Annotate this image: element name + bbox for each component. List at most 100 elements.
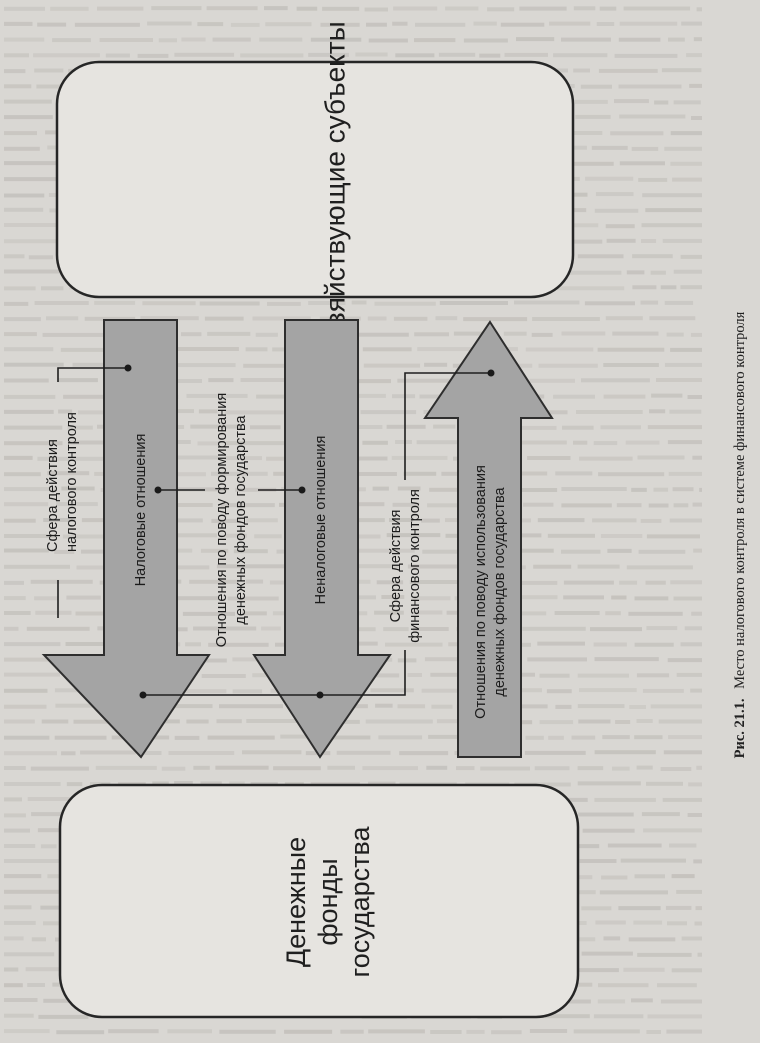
background-text-stroke xyxy=(573,68,590,73)
background-text-stroke xyxy=(594,657,659,662)
connector-dot xyxy=(298,486,306,494)
background-text-stroke xyxy=(207,331,251,336)
background-text-stroke xyxy=(308,52,349,57)
background-text-stroke xyxy=(70,440,127,445)
sphere-tax-control-line: налогового контроля xyxy=(64,412,80,552)
background-text-stroke xyxy=(680,254,702,259)
background-text-stroke xyxy=(389,518,414,522)
background-text-stroke xyxy=(416,440,472,445)
background-text-stroke xyxy=(4,99,52,104)
background-text-stroke xyxy=(529,1029,568,1033)
background-text-stroke xyxy=(407,673,422,677)
entity-box-state-funds xyxy=(58,783,580,1019)
background-text-stroke xyxy=(4,394,56,399)
background-text-stroke xyxy=(211,518,241,523)
background-text-stroke xyxy=(599,890,668,895)
background-text-stroke xyxy=(573,6,596,11)
background-text-stroke xyxy=(352,456,388,461)
background-text-stroke xyxy=(204,316,244,321)
background-text-stroke xyxy=(642,688,684,693)
background-text-stroke xyxy=(618,84,682,89)
background-text-stroke xyxy=(4,874,42,879)
background-text-stroke xyxy=(666,332,684,337)
background-text-stroke xyxy=(680,285,702,290)
background-text-stroke xyxy=(545,1014,590,1019)
background-text-stroke xyxy=(140,316,199,321)
background-text-stroke xyxy=(637,455,685,460)
background-text-stroke xyxy=(619,161,665,166)
background-text-stroke xyxy=(649,409,666,414)
background-text-stroke xyxy=(261,626,281,631)
background-text-stroke xyxy=(4,797,22,802)
background-text-stroke xyxy=(415,22,466,27)
background-text-stroke xyxy=(177,548,193,553)
background-text-stroke xyxy=(671,968,702,973)
background-text-stroke xyxy=(563,595,604,600)
background-text-stroke xyxy=(636,765,653,770)
background-text-stroke xyxy=(620,858,686,863)
background-text-stroke xyxy=(4,998,38,1002)
background-text-stroke xyxy=(676,889,702,894)
background-text-stroke xyxy=(671,874,695,879)
background-text-stroke xyxy=(657,983,697,988)
background-text-stroke xyxy=(246,719,313,723)
background-text-stroke xyxy=(662,797,702,802)
background-text-stroke xyxy=(4,936,24,941)
background-text-stroke xyxy=(348,548,415,553)
background-text-stroke xyxy=(631,998,653,1003)
background-text-stroke xyxy=(99,38,153,42)
background-text-stroke xyxy=(532,317,600,321)
background-text-stroke xyxy=(673,100,701,105)
background-text-stroke xyxy=(610,131,664,136)
background-text-stroke xyxy=(667,921,687,926)
background-text-stroke xyxy=(446,610,466,615)
background-text-stroke xyxy=(4,69,26,74)
background-text-stroke xyxy=(511,548,554,553)
background-text-stroke xyxy=(632,285,657,290)
background-text-stroke xyxy=(569,270,622,275)
background-text-stroke xyxy=(463,38,508,43)
background-text-stroke xyxy=(691,116,702,120)
background-text-stroke xyxy=(568,223,599,228)
background-text-stroke xyxy=(585,176,634,181)
background-text-stroke xyxy=(66,782,83,787)
background-text-stroke xyxy=(142,301,196,306)
background-text-stroke xyxy=(265,22,312,27)
background-text-stroke xyxy=(670,347,702,352)
background-text-stroke xyxy=(648,503,669,508)
arrow-nontax-relations xyxy=(252,319,392,759)
background-text-stroke xyxy=(578,719,611,724)
background-text-stroke xyxy=(595,192,634,197)
background-text-stroke xyxy=(670,131,702,136)
background-text-stroke xyxy=(207,735,275,740)
background-text-stroke xyxy=(264,6,288,11)
background-text-stroke xyxy=(41,286,64,291)
background-text-stroke xyxy=(227,596,279,601)
background-text-stroke xyxy=(647,1014,702,1019)
background-text-stroke xyxy=(137,53,169,58)
background-text-stroke xyxy=(612,331,659,336)
background-text-stroke xyxy=(537,641,585,646)
background-text-stroke xyxy=(381,595,405,599)
background-text-stroke xyxy=(531,332,553,337)
usage-relations-line: Отношения по поводу использования xyxy=(473,465,489,719)
background-text-stroke xyxy=(72,362,109,367)
background-text-stroke xyxy=(693,859,702,864)
background-text-stroke xyxy=(334,472,397,476)
background-text-stroke xyxy=(561,37,611,42)
background-text-stroke xyxy=(4,146,40,151)
background-text-stroke xyxy=(503,331,527,336)
background-text-stroke xyxy=(463,317,528,322)
background-text-stroke xyxy=(31,812,68,817)
background-text-stroke xyxy=(666,1029,702,1034)
background-text-stroke xyxy=(33,53,100,58)
background-text-stroke xyxy=(397,486,421,491)
background-text-stroke xyxy=(200,548,229,553)
background-text-stroke xyxy=(4,286,36,291)
background-text-stroke xyxy=(34,596,58,601)
background-text-stroke xyxy=(640,300,659,305)
background-text-stroke xyxy=(54,549,75,554)
background-text-stroke xyxy=(216,719,242,724)
background-text-stroke xyxy=(646,1030,661,1034)
background-text-stroke xyxy=(4,53,29,58)
